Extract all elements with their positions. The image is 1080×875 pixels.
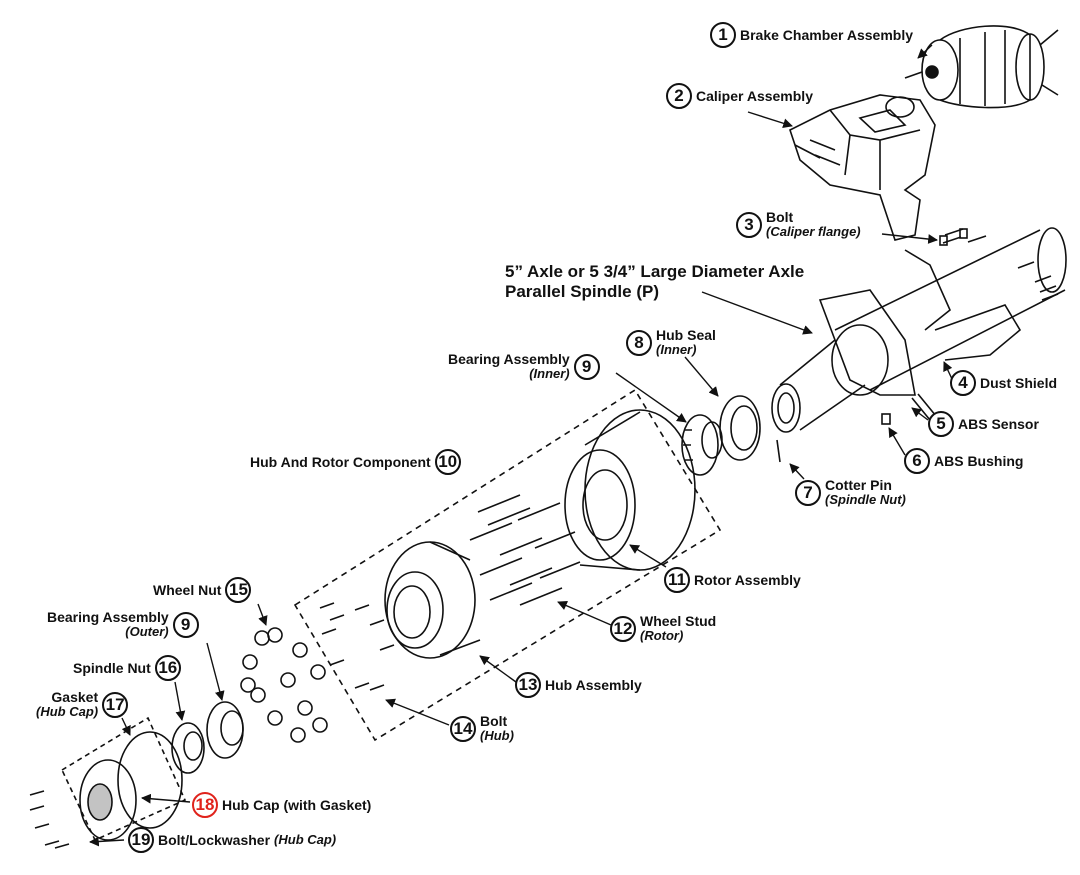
callout-label: Wheel Stud bbox=[640, 613, 717, 629]
callout-dust-shield: 4 Dust Shield bbox=[950, 370, 1057, 396]
inner-bearing-drawing bbox=[681, 414, 723, 476]
callout-number: 2 bbox=[666, 83, 692, 109]
rotor-drawing bbox=[564, 409, 696, 571]
hub-drawing bbox=[384, 541, 481, 659]
callout-outer-bearing: Bearing Assembly (Outer) 9 bbox=[47, 610, 199, 639]
callout-label: Rotor Assembly bbox=[694, 571, 801, 588]
callout-hub-seal: 8 Hub Seal (Inner) bbox=[626, 328, 716, 357]
callout-label: Hub Cap (with Gasket) bbox=[222, 796, 372, 813]
callout-caliper-bolt: 3 Bolt (Caliper flange) bbox=[736, 210, 861, 239]
callout-number: 13 bbox=[515, 672, 541, 698]
callout-inner-bearing: Bearing Assembly (Inner) 9 bbox=[448, 352, 600, 381]
callout-number: 3 bbox=[736, 211, 762, 238]
callout-hub-cap: 18 Hub Cap (with Gasket) bbox=[192, 792, 371, 818]
callout-label: Caliper Assembly bbox=[696, 87, 813, 104]
callout-sublabel: (Caliper flange) bbox=[766, 224, 861, 239]
callout-number: 4 bbox=[950, 370, 976, 396]
callout-number: 19 bbox=[128, 827, 154, 853]
callout-label: Bearing Assembly bbox=[448, 351, 570, 367]
callout-number: 8 bbox=[626, 329, 652, 356]
callout-label: Bolt bbox=[766, 209, 794, 225]
callout-sublabel: (Rotor) bbox=[640, 628, 684, 643]
callout-rotor-assembly: 11 Rotor Assembly bbox=[664, 567, 801, 593]
callout-label: Bolt/Lockwasher bbox=[158, 831, 271, 848]
callout-label: Gasket bbox=[51, 689, 99, 705]
callout-gasket: Gasket (Hub Cap) 17 bbox=[36, 689, 129, 719]
callout-cotter-pin: 7 Cotter Pin (Spindle Nut) bbox=[795, 478, 906, 507]
leader-lines bbox=[89, 44, 953, 847]
callout-sublabel: (Hub Cap) bbox=[274, 832, 337, 847]
callout-sublabel: (Inner) bbox=[529, 366, 570, 381]
hub-cap-drawing bbox=[29, 731, 183, 849]
callout-number: 12 bbox=[610, 615, 636, 642]
callout-sublabel: (Spindle Nut) bbox=[825, 492, 906, 507]
callout-spindle-nut: Spindle Nut 16 bbox=[73, 655, 181, 681]
callout-sublabel: (Outer) bbox=[125, 624, 169, 639]
callout-number: 15 bbox=[225, 577, 252, 603]
callout-label: ABS Bushing bbox=[934, 452, 1024, 469]
axle-title: 5” Axle or 5 3/4” Large Diameter Axle Pa… bbox=[505, 262, 804, 302]
axle-title-line2: Parallel Spindle (P) bbox=[505, 282, 659, 301]
callout-wheel-stud: 12 Wheel Stud (Rotor) bbox=[610, 614, 716, 643]
axle-title-line1: 5” Axle or 5 3/4” Large Diameter Axle bbox=[505, 262, 805, 281]
callout-number: 9 bbox=[172, 611, 199, 638]
callout-hubcap-bolt: 19 Bolt/Lockwasher (Hub Cap) bbox=[128, 827, 336, 853]
hub-rotor-group-outline bbox=[293, 388, 722, 742]
callout-caliper: 2 Caliper Assembly bbox=[666, 83, 813, 109]
wheel-studs-drawing bbox=[469, 494, 581, 606]
callout-sublabel: (Hub Cap) bbox=[36, 704, 99, 719]
wheel-nuts-drawing bbox=[240, 627, 328, 743]
hub-bolts-drawing bbox=[319, 602, 395, 691]
callout-number: 5 bbox=[928, 411, 954, 437]
callout-sublabel: (Hub) bbox=[480, 728, 514, 743]
callout-number: 11 bbox=[664, 567, 690, 593]
callout-hub-bolt: 14 Bolt (Hub) bbox=[450, 714, 514, 743]
callout-label: Spindle Nut bbox=[73, 659, 151, 676]
callout-number: 17 bbox=[102, 691, 129, 718]
callout-label: Hub And Rotor Component bbox=[250, 453, 431, 470]
callout-sublabel: (Inner) bbox=[656, 342, 697, 357]
hub-seal-drawing bbox=[719, 395, 761, 461]
callout-number: 16 bbox=[154, 655, 181, 681]
callout-label: Dust Shield bbox=[980, 374, 1058, 391]
callout-abs-bushing: 6 ABS Bushing bbox=[904, 448, 1023, 474]
callout-hub-assembly: 13 Hub Assembly bbox=[515, 672, 642, 698]
callout-abs-sensor: 5 ABS Sensor bbox=[928, 411, 1039, 437]
callout-brake-chamber: 1 Brake Chamber Assembly bbox=[710, 22, 913, 48]
callout-number: 7 bbox=[795, 479, 821, 506]
callout-label: Brake Chamber Assembly bbox=[740, 26, 914, 43]
callout-number: 14 bbox=[450, 715, 476, 742]
callout-label: Bearing Assembly bbox=[47, 609, 169, 625]
caliper-drawing bbox=[789, 94, 936, 241]
spindle-nut-drawing bbox=[171, 722, 205, 774]
caliper-bolts-drawing bbox=[939, 228, 987, 246]
callout-number: 1 bbox=[710, 22, 736, 48]
callout-number: 10 bbox=[434, 449, 461, 475]
callout-label: Cotter Pin bbox=[825, 477, 892, 493]
callout-number: 6 bbox=[904, 448, 930, 474]
callout-label: Hub Assembly bbox=[545, 676, 642, 693]
callout-hub-rotor-component: Hub And Rotor Component 10 bbox=[250, 449, 461, 475]
callout-number: 18 bbox=[192, 792, 218, 818]
hubcap-group-outline bbox=[60, 716, 187, 842]
callout-label: Wheel Nut bbox=[153, 581, 222, 598]
axle-drawing bbox=[771, 227, 1067, 433]
callout-wheel-nut: Wheel Nut 15 bbox=[153, 577, 252, 603]
brake-chamber-drawing bbox=[904, 25, 1059, 109]
callout-number: 9 bbox=[573, 353, 600, 380]
callout-label: Bolt bbox=[480, 713, 508, 729]
callout-label: ABS Sensor bbox=[958, 415, 1039, 432]
outer-bearing-drawing bbox=[206, 701, 244, 759]
callout-label: Hub Seal bbox=[656, 327, 716, 343]
